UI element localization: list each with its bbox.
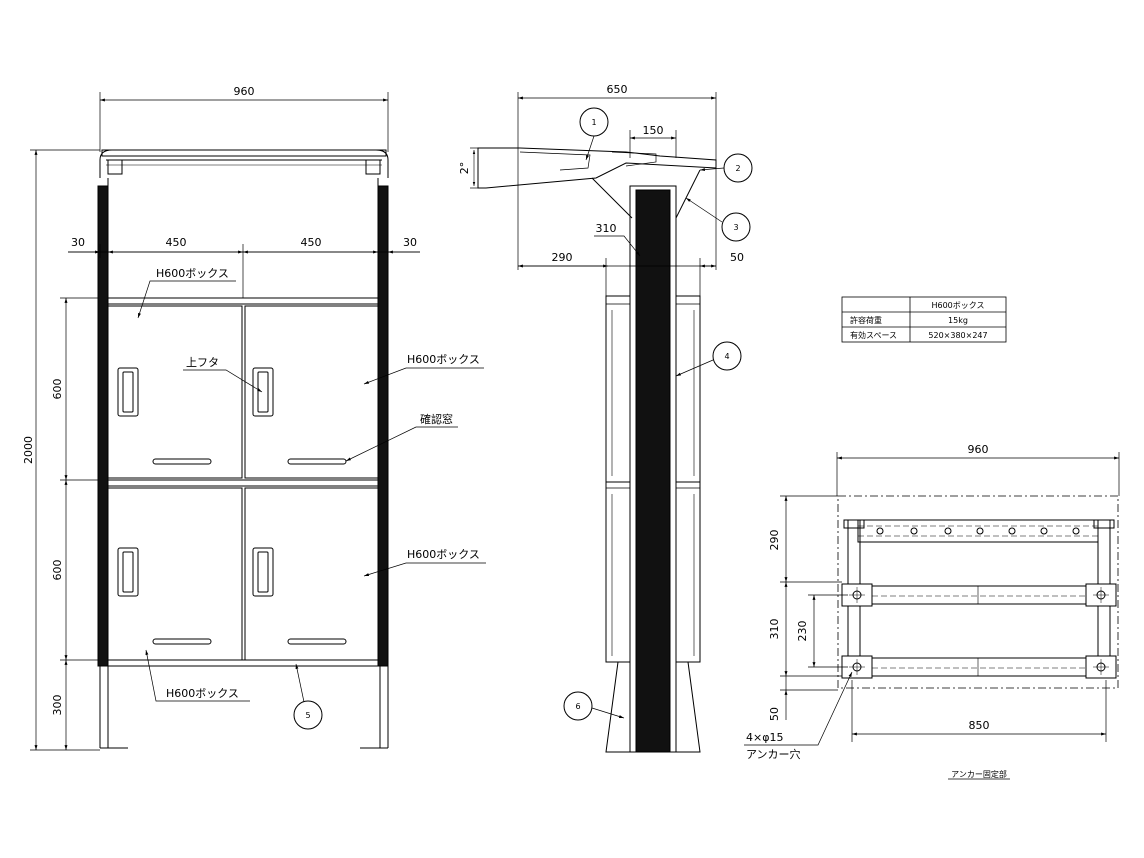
front-col-right-dim: 450: [301, 236, 322, 249]
box-label-top-left: H600ボックス: [156, 267, 229, 280]
front-leg-dim: 300: [51, 695, 64, 716]
front-width-dim: 960: [234, 85, 255, 98]
side-310-dim: 310: [596, 222, 617, 235]
plan-view-labels: 960 290 310 230 50 850 4×φ15 アンカー穴 アンカー固…: [746, 443, 1007, 779]
plan-850-dim: 850: [969, 719, 990, 732]
spec-table-text: H600ボックス 許容荷重 15kg 有効スペース 520×380×247: [850, 301, 988, 340]
balloon-4-label: 4: [724, 352, 729, 361]
side-view-labels: 650 150 2° 310 290 50 1 2 3 4 6: [458, 83, 744, 711]
side-view: [470, 92, 753, 753]
front-view-labels: 960 30 450 450 30 2000 600 600 300 H600ボ…: [22, 85, 480, 720]
plan-230-dim: 230: [796, 621, 809, 642]
front-row-bottom-dim: 600: [51, 560, 64, 581]
front-col-left-dim: 450: [166, 236, 187, 249]
plan-50-dim: 50: [768, 707, 781, 721]
balloon-1-label: 1: [591, 118, 596, 127]
balloon-6-label: 6: [575, 702, 580, 711]
side-angle-dim: 2°: [458, 162, 471, 175]
balloon-5-label: 5: [305, 711, 310, 720]
plan-width-dim: 960: [968, 443, 989, 456]
plan-caption: アンカー固定部: [951, 769, 1007, 779]
side-width-dim: 650: [607, 83, 628, 96]
side-50-dim: 50: [730, 251, 744, 264]
spec-row-1-value: 15kg: [948, 316, 968, 325]
spec-table: [841, 296, 1007, 343]
side-290-dim: 290: [552, 251, 573, 264]
balloon-2-label: 2: [735, 164, 740, 173]
front-view: [30, 92, 486, 751]
spec-row-2-label: 有効スペース: [850, 330, 897, 340]
front-row-top-dim: 600: [51, 379, 64, 400]
anchor-hole-label: アンカー穴: [746, 747, 801, 761]
spec-row-1-label: 許容荷重: [850, 315, 882, 325]
front-side-left-dim: 30: [71, 236, 85, 249]
plan-290-dim: 290: [768, 530, 781, 551]
lid-label: 上フタ: [186, 356, 219, 369]
window-label: 確認窓: [420, 412, 453, 426]
box-label-top-right: H600ボックス: [407, 353, 480, 366]
spec-row-2-value: 520×380×247: [928, 331, 987, 340]
box-label-bottom-left: H600ボックス: [166, 687, 239, 700]
plan-view: [744, 452, 1120, 780]
balloon-3-label: 3: [733, 223, 738, 232]
plan-310-dim: 310: [768, 619, 781, 640]
front-side-right-dim: 30: [403, 236, 417, 249]
front-height-dim: 2000: [22, 436, 35, 464]
spec-header: H600ボックス: [931, 301, 984, 310]
side-150-dim: 150: [643, 124, 664, 137]
box-label-bottom-right: H600ボックス: [407, 548, 480, 561]
anchor-hole-count: 4×φ15: [746, 731, 783, 744]
